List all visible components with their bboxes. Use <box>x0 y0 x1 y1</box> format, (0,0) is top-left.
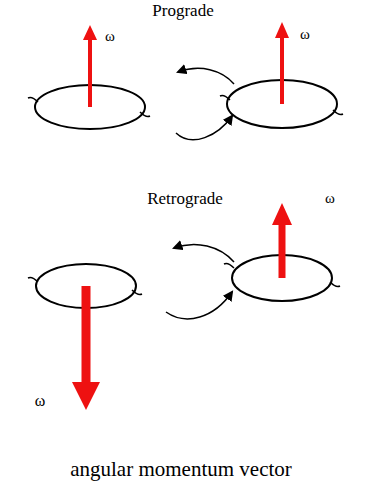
angular-velocity-arrow <box>272 203 292 278</box>
orbit-arrow <box>178 68 234 84</box>
omega-symbol: ω <box>300 26 310 43</box>
omega-symbol: ω <box>35 392 46 410</box>
orbit-arrow <box>176 116 232 140</box>
omega-symbol: ω <box>105 28 115 45</box>
omega-symbol: ω <box>325 190 335 207</box>
angular-velocity-arrow <box>72 286 100 410</box>
angular-velocity-arrow <box>83 25 97 107</box>
orbit-arrow <box>166 292 232 319</box>
caption: angular momentum vector <box>70 458 292 481</box>
section-heading: Prograde <box>152 2 213 21</box>
angular-velocity-arrow <box>275 22 289 104</box>
orbit-arrow <box>174 244 234 262</box>
section-heading: Retrograde <box>147 190 223 209</box>
